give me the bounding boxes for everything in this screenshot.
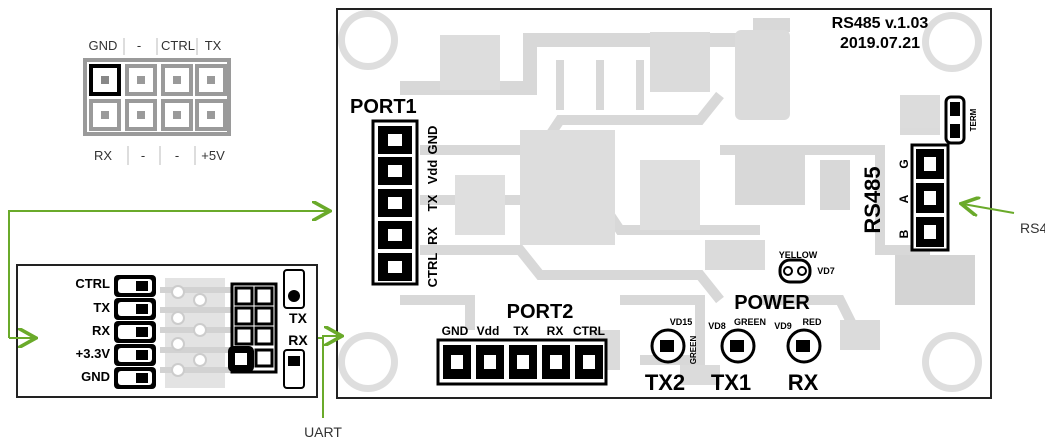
led-rx-label: RX <box>788 370 819 395</box>
mounting-hole-center <box>929 339 975 385</box>
pin-dot <box>173 111 181 119</box>
small-led-rx: RX <box>288 332 308 348</box>
led-tx2-label: TX2 <box>645 370 685 395</box>
port2-pin-ctrl: CTRL <box>573 324 605 338</box>
arrow-uart-to-port1 <box>8 211 328 338</box>
small-pin-tx: TX <box>93 300 110 315</box>
header-label-bottom-1: RX <box>94 148 112 163</box>
rs485-pin-g: G <box>897 159 911 168</box>
small-board: CTRL TX RX +3.3V GND <box>16 264 318 398</box>
led-tx2 <box>650 328 686 364</box>
mounting-hole-center <box>929 19 975 65</box>
pin-dot <box>173 76 181 84</box>
led-rx <box>786 328 822 364</box>
small-pin-3v3: +3.3V <box>76 346 111 361</box>
port2-pin-tx: TX <box>513 324 528 338</box>
port2-connector <box>436 338 608 386</box>
port1-pin-ctrl: CTRL <box>425 253 440 288</box>
header-diagram: GND - CTRL TX RX - - +5V <box>83 38 231 165</box>
port2-pin-vdd: Vdd <box>477 324 500 338</box>
header-label-top-2: - <box>137 38 141 53</box>
small-pin-gnd: GND <box>81 369 110 384</box>
arrow-rs485 <box>963 204 1015 213</box>
main-board: RS485 v.1.03 2019.07.21 PORT1 GND Vdd TX… <box>336 8 992 399</box>
small-board-connector <box>114 275 156 389</box>
term-label: TERM <box>969 108 978 131</box>
port2-title: PORT2 <box>507 301 574 323</box>
annotation-rs485: RS485 <box>1020 220 1045 236</box>
mounting-hole-center <box>345 17 391 63</box>
header-label-top-4: TX <box>205 38 222 53</box>
power-led <box>778 258 812 284</box>
header-label-bottom-4: +5V <box>201 148 225 163</box>
rs485-connector <box>910 143 950 252</box>
rs485-pin-b: B <box>897 229 911 238</box>
mounting-hole-center <box>345 339 391 385</box>
led-rx-color: RED <box>802 317 822 327</box>
power-title: POWER <box>734 292 810 314</box>
power-led-color: YELLOW <box>779 250 818 260</box>
pin-dot <box>207 111 215 119</box>
rs485-pin-a: A <box>897 194 911 203</box>
rs485-title: RS485 <box>860 166 885 233</box>
pin-dot <box>207 76 215 84</box>
led-tx2-color: GREEN <box>689 336 698 365</box>
header-label-top-1: GND <box>89 38 118 53</box>
term-jumper <box>944 95 966 145</box>
board-date: 2019.07.21 <box>840 35 920 52</box>
small-board-header <box>228 282 278 374</box>
port1-title: PORT1 <box>350 96 417 118</box>
power-led-ref: VD7 <box>817 266 835 276</box>
pin-dot <box>101 111 109 119</box>
port1-connector <box>371 119 419 286</box>
pin <box>195 99 227 131</box>
small-pin-ctrl: CTRL <box>75 276 110 291</box>
port1-pin-vdd: Vdd <box>425 160 440 185</box>
small-board-traces <box>160 278 240 388</box>
pin-dot <box>137 111 145 119</box>
pin-header-pins <box>89 64 227 131</box>
arrow-uart <box>322 336 340 418</box>
led-tx2-ref: VD15 <box>670 317 693 327</box>
small-led-tx: TX <box>289 310 308 326</box>
copper-traces <box>400 18 975 385</box>
header-label-bottom-2: - <box>141 148 145 163</box>
led-tx1-label: TX1 <box>711 370 751 395</box>
port1-pin-rx: RX <box>425 227 440 245</box>
port1-pin-gnd: GND <box>425 126 440 155</box>
pin-dot <box>101 76 109 84</box>
header-label-top-3: CTRL <box>161 38 195 53</box>
board-title: RS485 v.1.03 <box>832 15 929 32</box>
port1-pin-tx: TX <box>425 194 440 211</box>
led-tx1-ref: VD8 <box>708 321 726 331</box>
connection-arrows <box>8 204 1015 418</box>
port2-pin-rx: RX <box>547 324 564 338</box>
led-tx1 <box>720 328 756 364</box>
led-rx-ref: VD9 <box>774 321 792 331</box>
port2-pin-gnd: GND <box>442 324 469 338</box>
header-label-bottom-3: - <box>175 148 179 163</box>
small-pin-rx: RX <box>92 323 110 338</box>
annotation-uart: UART <box>304 424 342 440</box>
small-board-leds <box>283 269 305 389</box>
pin-dot <box>137 76 145 84</box>
led-tx1-color: GREEN <box>734 317 766 327</box>
